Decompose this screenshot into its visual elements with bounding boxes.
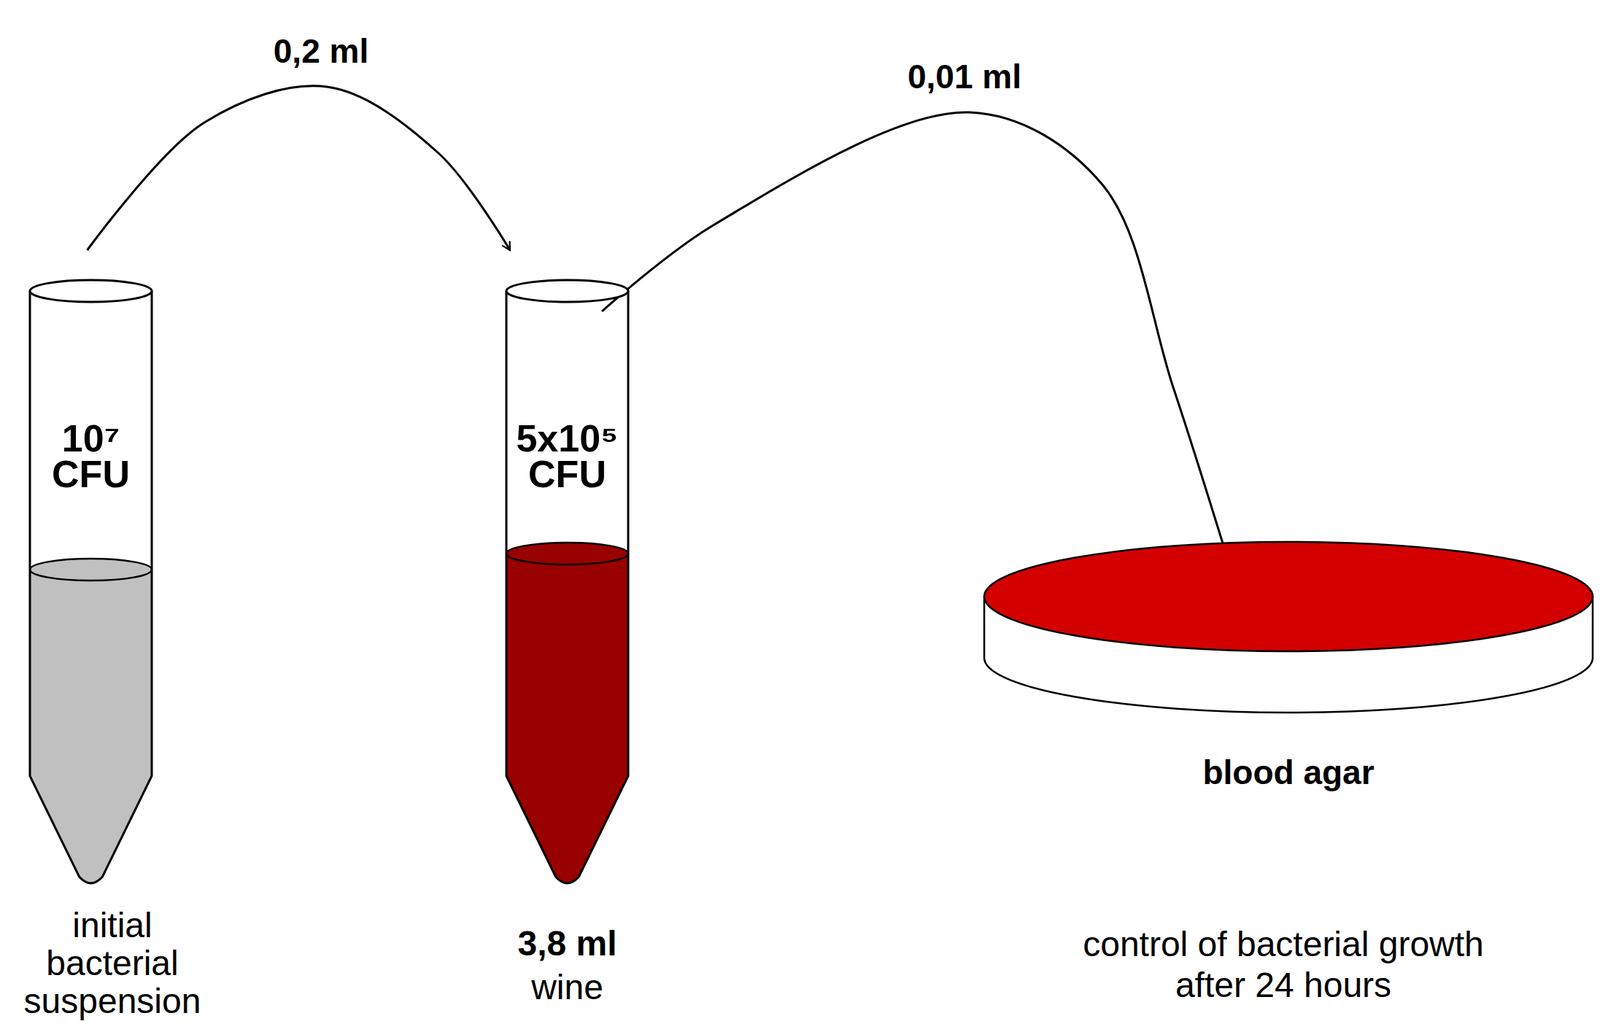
cfu-count: 5x10⁵ CFU: [512, 420, 623, 493]
transfer-arrow: [87, 86, 511, 251]
volume-label: 0,2 ml: [270, 32, 372, 71]
test-tube: 5x10⁵ CFU3,8 mlwine: [504, 278, 630, 885]
agar-plate: blood agarcontrol of bacterial growth af…: [982, 540, 1595, 715]
tube-liquid: [506, 553, 629, 884]
agar-surface: [984, 542, 1593, 652]
tube-wall: [506, 291, 629, 884]
tube-wall: [29, 291, 152, 884]
tube-rim: [506, 280, 629, 303]
liquid-surface: [506, 542, 629, 565]
tube-outline: [504, 278, 630, 885]
plate-caption: control of bacterial growth after 24 hou…: [1064, 924, 1503, 1007]
plate-name: blood agar: [1106, 752, 1471, 793]
liquid-surface: [29, 558, 152, 581]
tube-outline: [28, 278, 154, 885]
tube-caption: initial bacterial suspension: [10, 906, 215, 1021]
transfer-arrow: [601, 112, 1235, 582]
tube-rim: [29, 280, 152, 303]
tube-caption: wine: [458, 968, 678, 1008]
test-tube: 10⁷ CFUinitial bacterial suspension: [28, 278, 154, 885]
cfu-count: 10⁷ CFU: [36, 420, 146, 493]
volume-label: 3,8 ml: [458, 924, 678, 964]
plate-outline: [982, 540, 1595, 715]
tube-liquid: [29, 569, 152, 884]
volume-label: 0,01 ml: [904, 58, 1025, 96]
